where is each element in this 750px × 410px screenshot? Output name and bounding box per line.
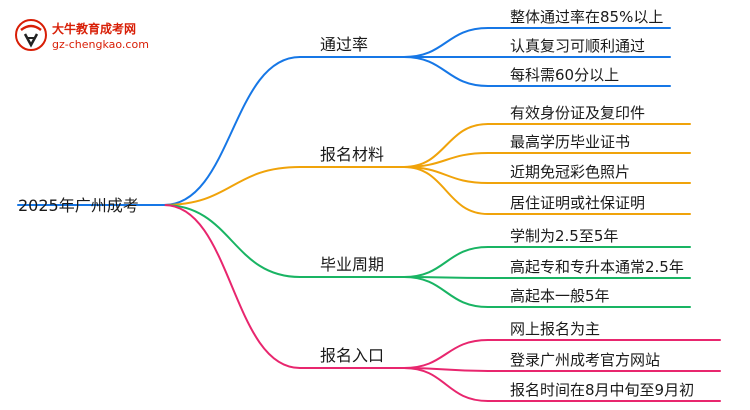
site-logo[interactable]: 大牛教育成考网 gz-chengkao.com	[14, 16, 174, 56]
leaf-label: 登录广州成考官方网站	[510, 351, 661, 369]
branch-label: 报名材料	[320, 145, 385, 164]
leaf-label: 高起专和专升本通常2.5年	[510, 258, 684, 276]
root-to-branch-connector	[163, 204, 301, 278]
branch-to-leaf-connector	[403, 276, 489, 308]
branch-to-leaf-connector	[403, 246, 489, 278]
leaf-label: 每科需60分以上	[510, 66, 620, 84]
leaf-label: 高起本一般5年	[510, 287, 610, 305]
logo-url: gz-chengkao.com	[52, 38, 149, 51]
root-to-branch-connector	[163, 204, 301, 369]
branch-label: 报名入口	[320, 346, 385, 365]
root-to-branch-connector	[163, 166, 301, 206]
leaf-label: 学制为2.5至5年	[510, 227, 619, 245]
leaf-label: 最高学历毕业证书	[510, 133, 631, 151]
root-to-branch-connector	[163, 56, 301, 206]
leaf-label: 网上报名为主	[510, 320, 601, 338]
bull-logo-icon	[15, 19, 47, 51]
leaf-label: 认真复习可顺利通过	[510, 37, 646, 55]
leaf-label: 报名时间在8月中旬至9月初	[510, 381, 695, 399]
leaf-label: 整体通过率在85%以上	[510, 8, 664, 26]
leaf-label: 近期免冠彩色照片	[510, 163, 631, 181]
branch-to-leaf-connector	[403, 367, 489, 402]
leaf-label: 有效身份证及复印件	[510, 104, 646, 122]
branch-to-leaf-connector	[403, 27, 489, 58]
leaf-label: 居住证明或社保证明	[510, 194, 646, 212]
branch-to-leaf-connector	[403, 339, 489, 369]
branch-label: 毕业周期	[320, 255, 385, 274]
branch-to-leaf-connector	[403, 56, 489, 87]
branch-to-leaf-connector	[403, 166, 489, 215]
logo-title: 大牛教育成考网	[52, 22, 137, 36]
branch-label: 通过率	[320, 35, 369, 54]
root-topic: 2025年广州成考	[18, 196, 139, 215]
branch-to-leaf-connector	[403, 123, 489, 168]
